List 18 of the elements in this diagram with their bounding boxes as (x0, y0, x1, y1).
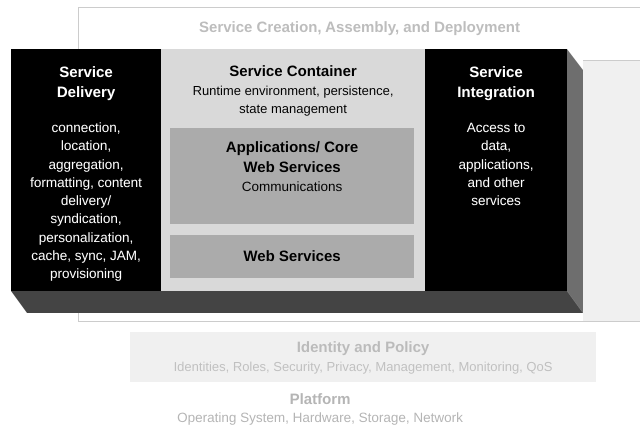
description: Runtime environment, persistence, state management (192, 82, 394, 118)
description: Access to data, applications, and other services (457, 119, 535, 210)
heading: Service Delivery (56, 63, 116, 103)
description: connection, location, aggregation, formatting, content delivery/ syndication, personalization, cache, sync, JAM, provisioning (30, 119, 142, 284)
heading: Applications/ Core Web Services (224, 138, 360, 178)
service-column (11, 49, 161, 291)
service-column (425, 49, 567, 291)
inner-box (170, 128, 414, 224)
layer-heading: Platform (288, 391, 352, 408)
container-panel (161, 49, 425, 291)
heading: Service Creation, Assembly, and Deployment (199, 18, 520, 38)
heading: Service Container (229, 62, 357, 82)
inner-box (170, 235, 414, 278)
heading: Service Integration (456, 63, 536, 103)
layer-description: Operating System, Hardware, Storage, Network (176, 410, 464, 425)
heading: Web Services (243, 246, 341, 266)
description: Communications (242, 178, 342, 196)
layer-panel (78, 7, 640, 49)
